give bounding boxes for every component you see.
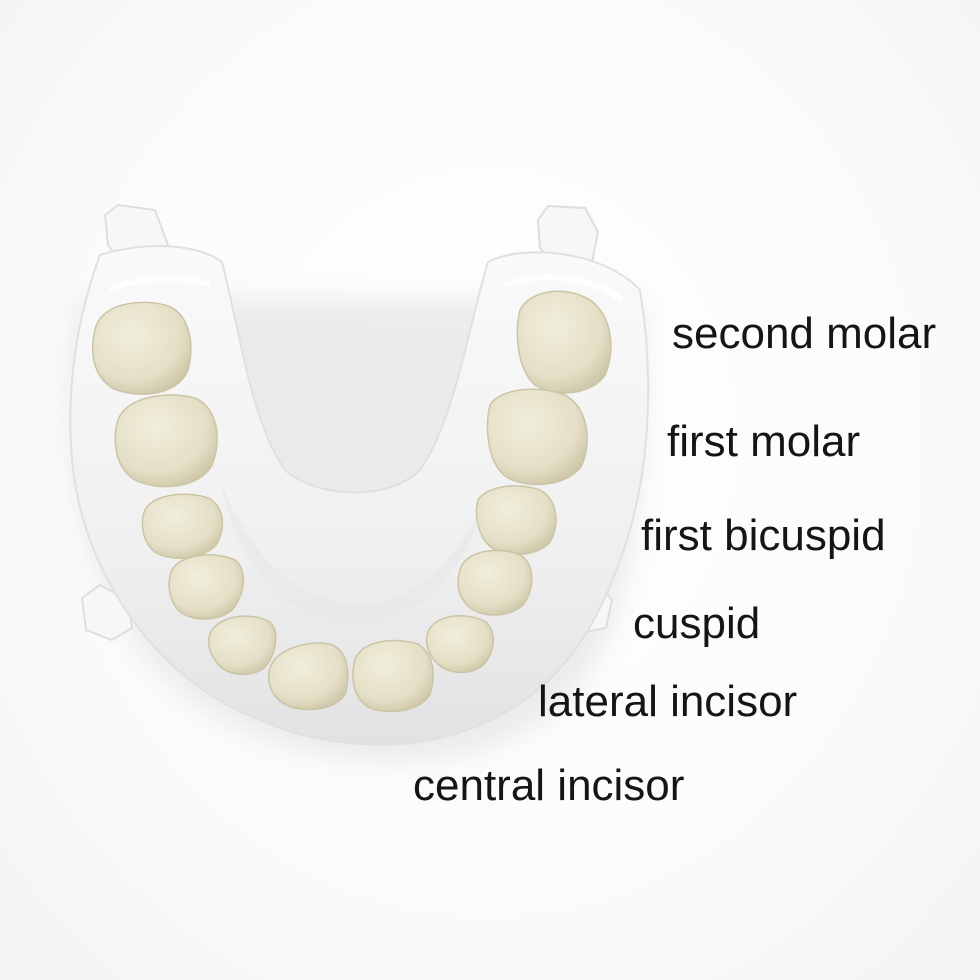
tray-highlight-right	[503, 274, 624, 303]
tray-highlight	[108, 275, 212, 293]
right-second-molar-tooth	[516, 290, 612, 394]
left-cuspid-tooth	[168, 554, 244, 620]
left-first-bicuspid-tooth	[141, 493, 224, 559]
tray-inner-floor	[220, 480, 485, 625]
left-teeth	[91, 301, 349, 711]
tray-body	[69, 245, 650, 746]
label-first-molar: first molar	[667, 417, 861, 466]
left-central-incisor-tooth	[268, 642, 349, 711]
right-first-molar-tooth	[486, 388, 588, 486]
label-first-bicuspid: first bicuspid	[641, 511, 886, 560]
right-lateral-incisor-tooth	[425, 615, 494, 674]
label-lateral-incisor: lateral incisor	[538, 677, 798, 726]
label-second-molar: second molar	[672, 309, 937, 358]
right-tray-clip	[536, 204, 600, 263]
label-cuspid: cuspid	[633, 599, 761, 648]
left-second-molar-tooth	[91, 301, 192, 395]
right-first-bicuspid-tooth	[475, 485, 557, 555]
right-cuspid-tooth	[457, 549, 533, 616]
right-teeth	[352, 290, 612, 713]
left-lateral-incisor-tooth	[207, 615, 277, 676]
right-central-incisor-tooth	[352, 639, 434, 713]
label-central-incisor: central incisor	[413, 761, 685, 810]
left-first-molar-tooth	[114, 394, 218, 488]
